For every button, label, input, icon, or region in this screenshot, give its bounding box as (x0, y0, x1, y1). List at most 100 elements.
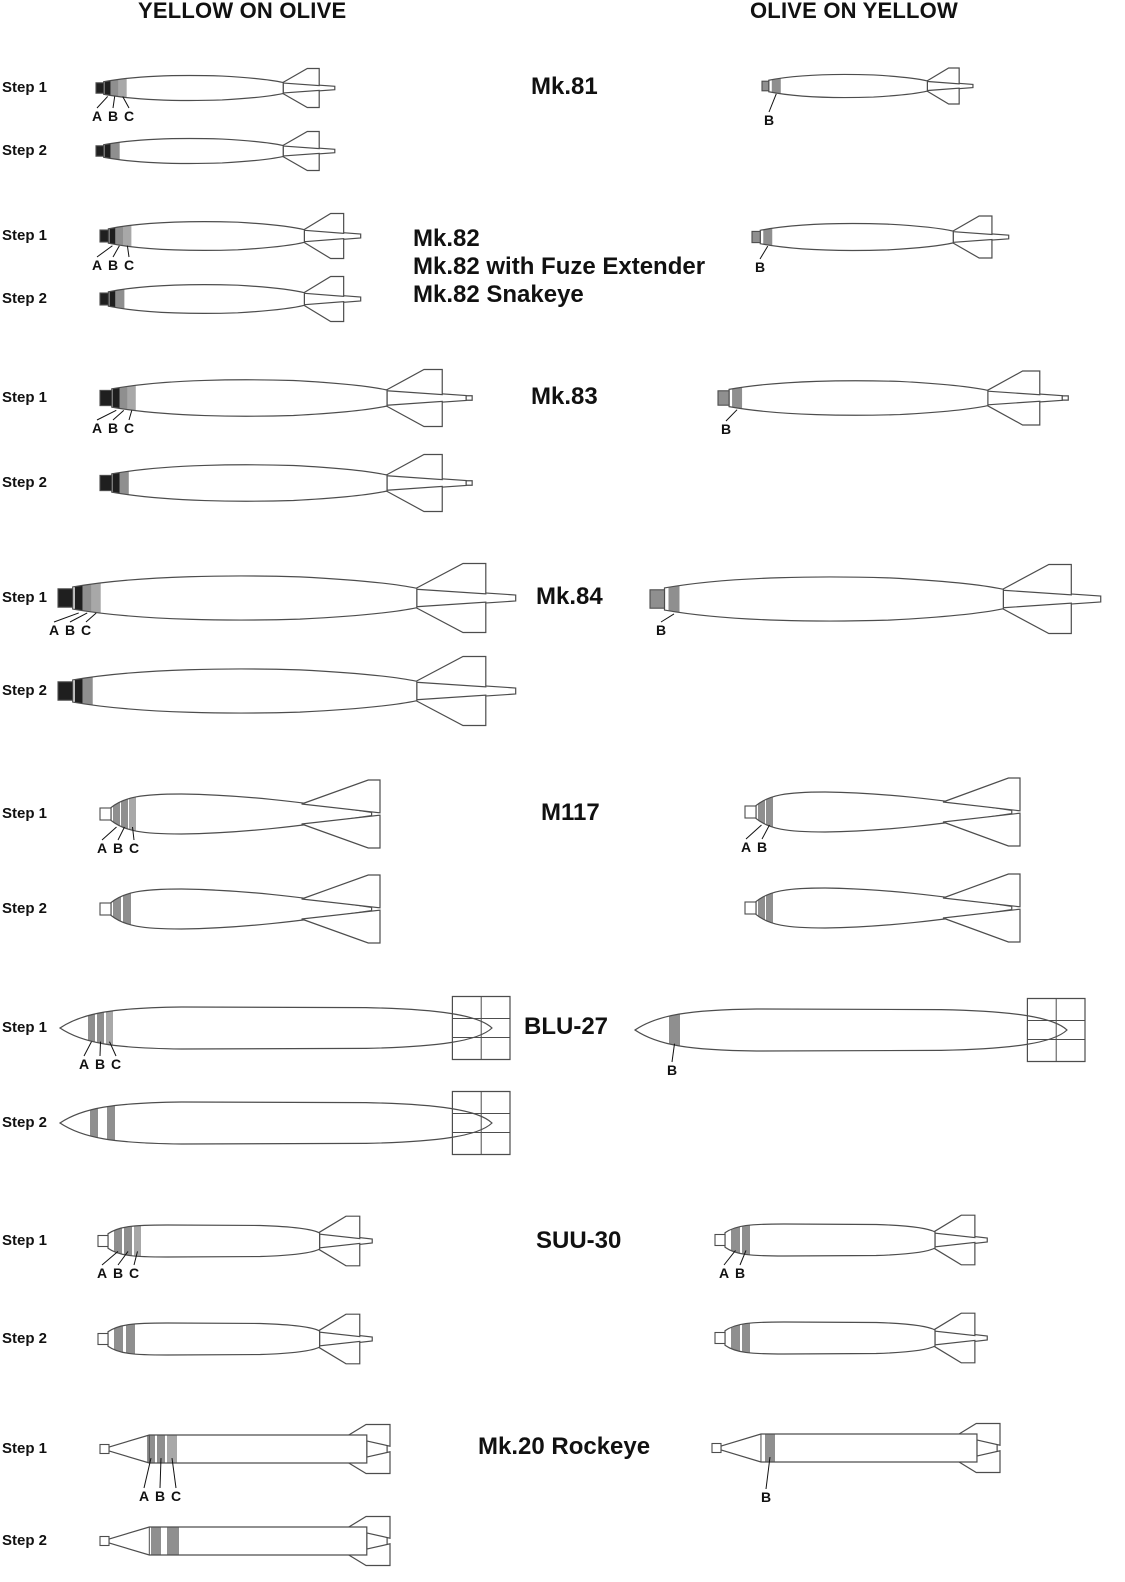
band-label: A (79, 1056, 89, 1072)
fin (984, 400, 1041, 426)
fin (315, 1313, 361, 1338)
nose-fuze (99, 389, 113, 407)
column-header-olive-on-yellow: OLIVE ON YELLOW (750, 0, 958, 23)
leader-line (739, 1250, 747, 1266)
bomb-type-title: BLU-27 (524, 1013, 609, 1040)
paint-band (112, 379, 120, 417)
bomb-rockeye-right: B (711, 1422, 1001, 1505)
bomb-m117-left-step2 (99, 874, 381, 944)
leader-line (143, 1457, 152, 1489)
fin (942, 908, 1021, 943)
step-label: Step 2 (2, 142, 48, 159)
fin (301, 301, 345, 323)
fin (344, 1451, 391, 1475)
step-label: Step 1 (2, 589, 48, 606)
bomb-body-outline (107, 284, 305, 314)
paint-band (167, 1527, 179, 1555)
band-label: B (735, 1265, 745, 1281)
fin (924, 87, 960, 105)
leader-line (132, 826, 135, 841)
paint-band (97, 1007, 104, 1049)
bomb-body-fill (108, 1225, 320, 1257)
paint-band (124, 1225, 132, 1257)
leader-line (96, 96, 109, 109)
fin (998, 602, 1072, 635)
bomb-type-title: M117 (541, 799, 600, 826)
leader-line (660, 613, 675, 623)
nose-fuze (99, 807, 112, 821)
paint-band (669, 1009, 680, 1051)
bomb-body-fill (635, 1009, 1067, 1051)
fin (930, 1312, 976, 1337)
bomb-body-outline (58, 1101, 493, 1145)
bomb-body-outline (58, 1006, 493, 1050)
paint-band (731, 1322, 740, 1354)
fin (412, 601, 487, 634)
bomb-m117-right-step2 (744, 873, 1021, 943)
bomb-body-fill (109, 1527, 367, 1555)
paint-band (129, 794, 136, 834)
paint-band (123, 221, 132, 251)
paint-band (118, 75, 127, 101)
fin (301, 874, 381, 909)
bomb-body-fill (111, 464, 388, 502)
bomb-mk81-left-step2 (95, 130, 336, 172)
leader-line (83, 1041, 92, 1057)
leader-line (768, 93, 777, 113)
fin (924, 67, 960, 85)
paint-band (127, 379, 136, 417)
band-label: C (124, 420, 134, 436)
band-label: B (65, 622, 75, 638)
paint-band (766, 888, 773, 928)
paint-band (119, 379, 128, 417)
paint-band (106, 1007, 113, 1049)
bomb-mk82-right: B (751, 215, 1010, 275)
band-label: C (81, 622, 91, 638)
bomb-suu30-right-step2 (714, 1312, 988, 1364)
paint-band (104, 138, 111, 164)
fin (344, 1423, 391, 1447)
step-label: Step 1 (2, 1232, 48, 1249)
fin (949, 238, 993, 259)
bomb-type-title: Mk.82 (413, 225, 480, 252)
bomb-type-title: Mk.81 (531, 73, 598, 100)
step-label: Step 2 (2, 900, 48, 917)
paint-band (110, 138, 120, 164)
step-label: Step 2 (2, 682, 48, 699)
bomb-body-outline (111, 379, 388, 417)
fin (930, 1339, 976, 1364)
bomb-body-outline (107, 1322, 321, 1356)
fin (942, 873, 1021, 908)
nose-fuze (97, 1332, 109, 1346)
fin (301, 814, 381, 849)
fin-box (451, 995, 511, 1061)
nose-fuze (99, 902, 112, 916)
fin (301, 779, 381, 814)
bomb-body-fill (108, 284, 305, 314)
bomb-body-outline (107, 221, 305, 251)
step-label: Step 2 (2, 1330, 48, 1347)
fin (301, 238, 345, 260)
nose-fuze (761, 80, 770, 92)
fin (998, 563, 1072, 596)
paint-band (121, 794, 128, 834)
bomb-body-fill (60, 1102, 492, 1144)
nose-fuze (714, 1233, 726, 1247)
step-label: Step 1 (2, 805, 48, 822)
paint-band (742, 1322, 750, 1354)
leader-line (69, 612, 88, 623)
nose-fuze (99, 1535, 110, 1547)
band-label: B (755, 259, 765, 275)
step-label: Step 1 (2, 1019, 48, 1036)
band-label: C (111, 1056, 121, 1072)
bomb-body-fill (103, 138, 284, 164)
paint-band (88, 1007, 95, 1049)
paint-band (112, 464, 120, 502)
bomb-mk84-left-step2 (57, 655, 517, 727)
paint-band (758, 792, 765, 832)
